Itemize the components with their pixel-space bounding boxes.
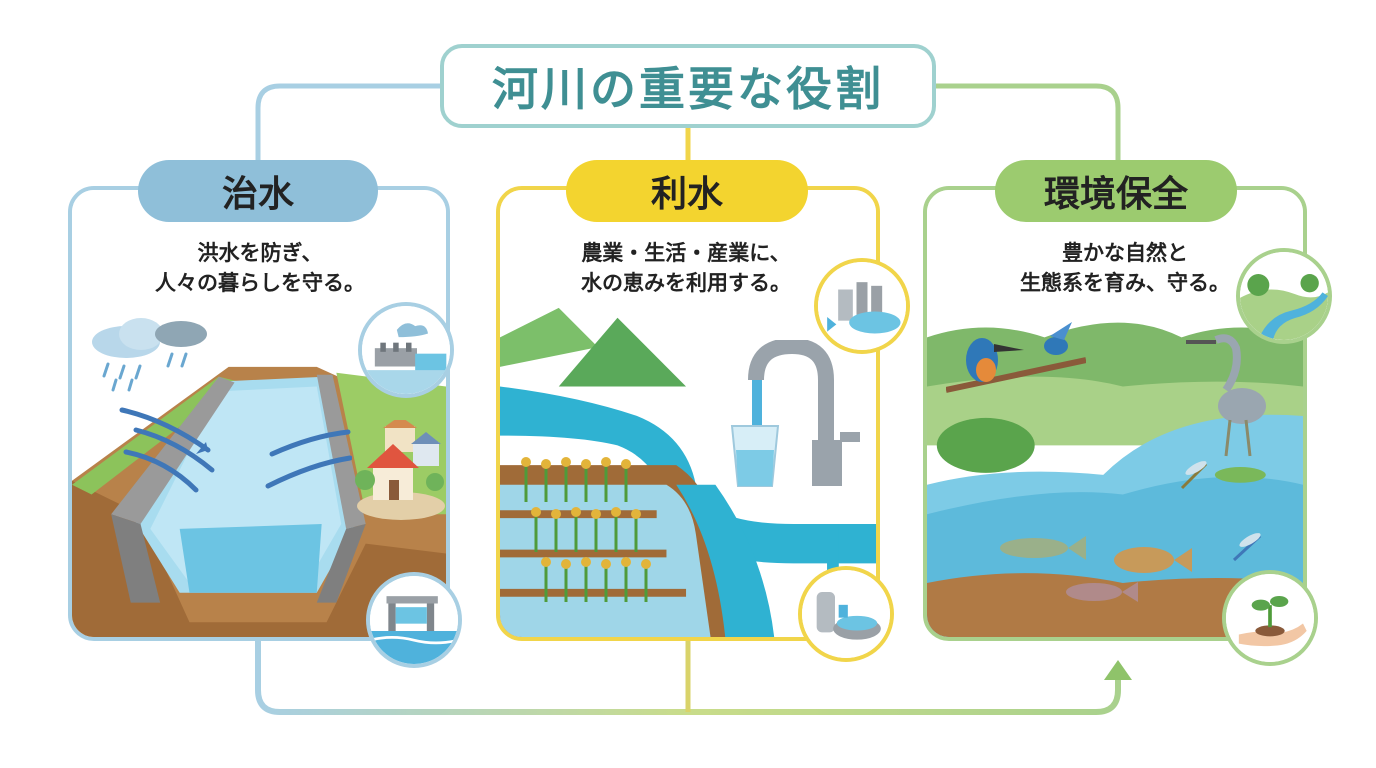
dam-icon <box>362 306 450 394</box>
water-treatment-icon <box>802 570 890 658</box>
title-box: 河川の重要な役割 <box>440 44 936 128</box>
levee-river-illustration <box>72 190 446 637</box>
floodgate-badge <box>366 572 462 668</box>
kingfisher-icon <box>946 322 1086 393</box>
faucet-icon <box>730 340 860 487</box>
description-line: 豊かな自然と <box>1062 241 1188 265</box>
heading-flood-control: 治水 <box>138 160 378 222</box>
factory-icon <box>818 262 906 350</box>
description-line: 人々の暮らしを守る。 <box>155 271 365 295</box>
fish-icon <box>1000 536 1192 602</box>
water-treatment-badge <box>798 566 894 662</box>
rice-plants-icon <box>521 457 651 602</box>
house-icon <box>355 420 445 520</box>
panel-flood-control <box>68 186 450 641</box>
description-line: 水の恵みを利用する。 <box>581 271 791 295</box>
sprout-hand-icon <box>1226 574 1314 662</box>
arrow-head-icon <box>1104 660 1132 680</box>
page-title: 河川の重要な役割 <box>492 62 884 116</box>
wind-arrow-icon <box>119 407 215 493</box>
floodgate-icon <box>370 576 458 664</box>
rain-cloud-icon <box>92 318 207 392</box>
heading-environment: 環境保全 <box>995 160 1237 222</box>
dragonfly-icon <box>1180 461 1208 490</box>
wind-arrow-icon <box>265 429 352 489</box>
dam-badge <box>358 302 454 398</box>
river-landscape-badge <box>1236 248 1332 344</box>
description-flood-control: 洪水を防ぎ、 人々の暮らしを守る。 <box>80 238 440 298</box>
description-line: 生態系を育み、守る。 <box>1020 271 1230 295</box>
heading-water-use: 利水 <box>566 160 808 222</box>
description-line: 農業・生活・産業に、 <box>581 241 791 265</box>
description-line: 洪水を防ぎ、 <box>197 241 323 265</box>
river-farmland-illustration <box>500 190 876 637</box>
description-environment: 豊かな自然と 生態系を育み、守る。 <box>960 238 1290 298</box>
river-landscape-icon <box>1240 252 1328 340</box>
description-water-use: 農業・生活・産業に、 水の恵みを利用する。 <box>506 238 866 298</box>
sprout-hand-badge <box>1222 570 1318 666</box>
dragonfly-icon <box>1232 533 1262 562</box>
factory-badge <box>814 258 910 354</box>
panel-water-use <box>496 186 880 641</box>
heron-icon <box>1186 334 1266 457</box>
